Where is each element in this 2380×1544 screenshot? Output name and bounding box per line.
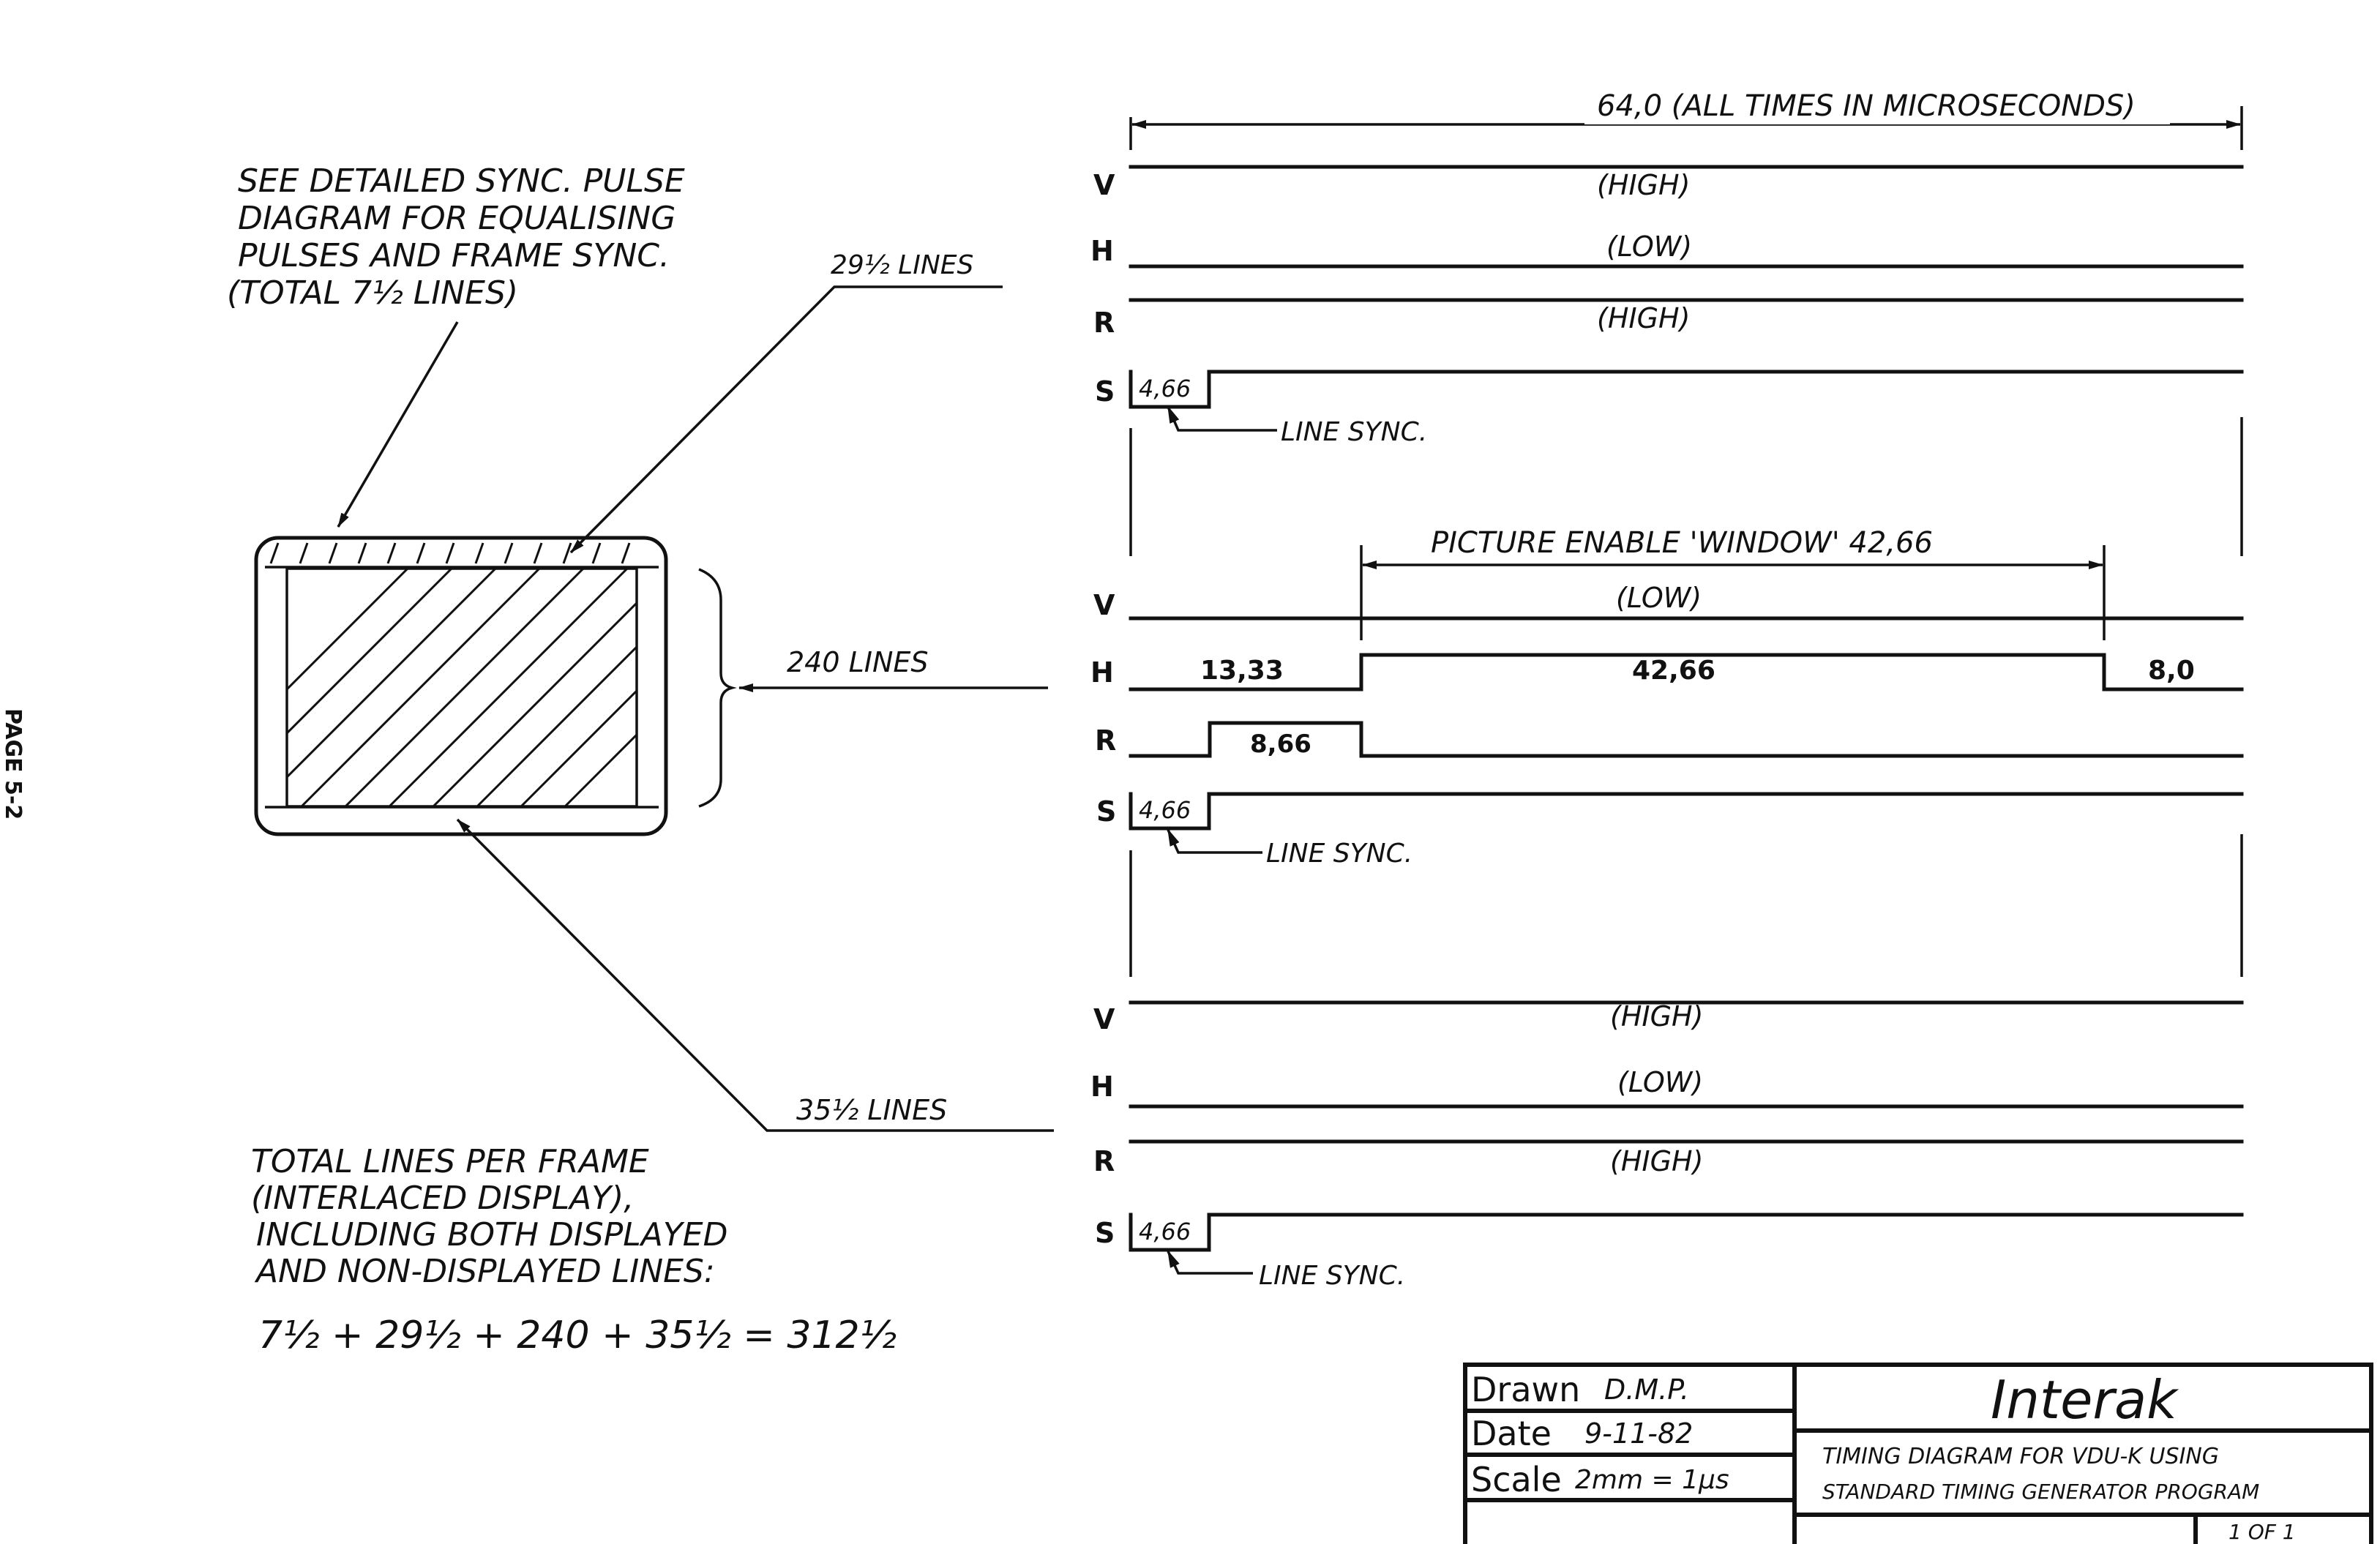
sheet-number: 1 OF 1: [2229, 1520, 2296, 1544]
screen-outline: [254, 536, 668, 836]
line-sync-label: LINE SYNC.: [1281, 417, 1427, 447]
sync-pulse-width: 4,66: [1139, 796, 1191, 824]
h-segment-back: 8,0: [2148, 656, 2195, 686]
signal-name-r: R: [1093, 307, 1115, 339]
title-block: Drawn D.M.P. Date 9-11-82 Scale 2mm = 1µ…: [1463, 1363, 2373, 1544]
signal-name-h: H: [1090, 656, 1114, 689]
signal-name-v: V: [1093, 1003, 1115, 1035]
h-segment-front: 13,33: [1200, 656, 1284, 686]
scale-label: Scale: [1471, 1460, 1562, 1499]
displayed-area: [285, 567, 638, 808]
signal-name-r: R: [1095, 724, 1116, 757]
note-top-line-3: PULSES AND FRAME SYNC.: [238, 237, 670, 274]
screen-diagram: SEE DETAILED SYNC. PULSE DIAGRAM FOR EQU…: [227, 162, 1054, 1357]
signal-name-s: S: [1095, 375, 1115, 408]
company-name: Interak: [1991, 1369, 2179, 1431]
sync-pulse-width: 4,66: [1139, 1218, 1191, 1245]
signal-group-1: V (HIGH) H (LOW) R (HIGH) S 4,66 LINE SY…: [1090, 165, 2244, 447]
timing-diagram: 64,0 (ALL TIMES IN MICROSECONDS) V (HIGH…: [1090, 80, 2244, 1291]
drawn-label: Drawn: [1471, 1370, 1580, 1409]
signal-name-v: V: [1093, 589, 1115, 621]
note-total-line-4: AND NON-DISPLAYED LINES:: [254, 1253, 715, 1290]
note-total-line-2: (INTERLACED DISPLAY),: [251, 1180, 634, 1217]
signal-name-r: R: [1093, 1145, 1115, 1177]
drawn-value: D.M.P.: [1604, 1374, 1689, 1406]
date-label: Date: [1471, 1414, 1552, 1453]
signal-name-v: V: [1093, 169, 1115, 201]
signal-level-text: (LOW): [1617, 1066, 1703, 1098]
drawing-title-line-1: TIMING DIAGRAM FOR VDU-K USING: [1822, 1444, 2219, 1469]
r-pulse-width: 8,66: [1250, 730, 1311, 759]
signal-name-s: S: [1095, 1217, 1115, 1249]
signal-level-text: (HIGH): [1597, 302, 1690, 334]
signal-level-text: (HIGH): [1610, 1145, 1703, 1177]
signal-group-3: V (HIGH) H (LOW) R (HIGH) S 4,66 LINE SY…: [1090, 1000, 2244, 1291]
note-total-line-1: TOTAL LINES PER FRAME: [251, 1143, 649, 1180]
date-value: 9-11-82: [1584, 1417, 1693, 1450]
sync-pulse-width: 4,66: [1139, 375, 1191, 402]
page-label: PAGE 5-2: [0, 708, 26, 820]
signal-name-h: H: [1090, 1071, 1114, 1103]
note-top-line-2: DIAGRAM FOR EQUALISING: [238, 200, 676, 237]
line-sync-label: LINE SYNC.: [1266, 839, 1412, 869]
signal-level-text: (HIGH): [1597, 169, 1690, 201]
signal-group-2: PICTURE ENABLE 'WINDOW' 42,66 V (LOW) H …: [1090, 526, 2244, 869]
signal-name-h: H: [1090, 235, 1114, 267]
picture-window-label: PICTURE ENABLE 'WINDOW' 42,66: [1431, 526, 1933, 560]
signal-level-text: (LOW): [1616, 582, 1702, 614]
drawing-title-line-2: STANDARD TIMING GENERATOR PROGRAM: [1822, 1480, 2259, 1504]
formula: 7½ + 29½ + 240 + 35½ = 312½: [258, 1313, 897, 1357]
label-35-lines: 35½ LINES: [796, 1094, 947, 1126]
period-header: 64,0 (ALL TIMES IN MICROSECONDS): [1597, 89, 2136, 123]
note-top-line-4: (TOTAL 7½ LINES): [227, 274, 518, 312]
line-sync-label: LINE SYNC.: [1259, 1261, 1405, 1291]
signal-name-s: S: [1096, 795, 1116, 828]
scale-value: 2mm = 1µs: [1575, 1465, 1729, 1495]
label-240-lines: 240 LINES: [787, 646, 929, 678]
h-segment-window: 42,66: [1632, 656, 1715, 686]
note-total-line-3: INCLUDING BOTH DISPLAYED: [256, 1216, 727, 1253]
note-top-line-1: SEE DETAILED SYNC. PULSE: [238, 162, 685, 200]
displayed-area-hatching: [287, 569, 637, 806]
signal-level-text: (HIGH): [1610, 1000, 1703, 1033]
label-29-lines: 29½ LINES: [831, 250, 973, 280]
signal-level-text: (LOW): [1606, 231, 1692, 263]
